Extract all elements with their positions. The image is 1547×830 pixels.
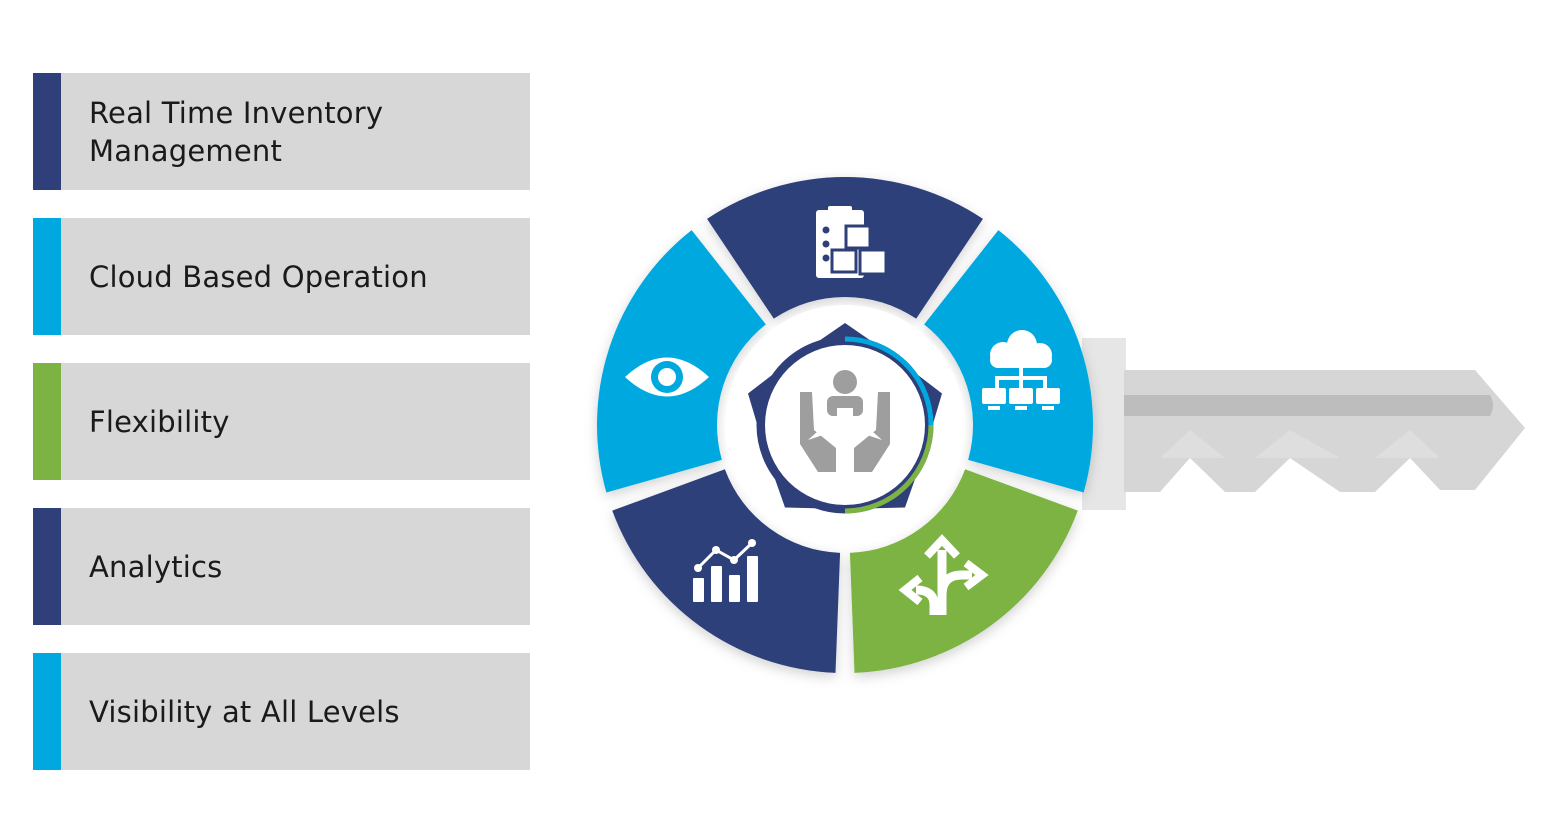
feature-label: Flexibility (89, 404, 230, 439)
key-bevel (1124, 430, 1440, 458)
feature-label: Cloud Based Operation (89, 259, 428, 294)
key-blade (1124, 370, 1525, 492)
feature-accent-bar (33, 218, 61, 335)
hands-holding-person-icon (800, 370, 890, 472)
feature-accent-bar (33, 73, 61, 190)
analytics-chart-icon (693, 539, 758, 602)
wheel-segment-analytics-chart (612, 469, 841, 673)
feature-card-inventory: Real Time Inventory Management (33, 73, 530, 190)
center-disc (765, 345, 925, 505)
feature-card-flexibility: Flexibility (33, 363, 530, 480)
feature-accent-bar (33, 653, 61, 770)
center-ring-accent (844, 336, 934, 426)
feature-card-analytics: Analytics (33, 508, 530, 625)
feature-label: Visibility at All Levels (89, 694, 400, 729)
branching-arrows-icon (898, 534, 989, 615)
feature-label: Analytics (89, 549, 223, 584)
feature-accent-bar (33, 363, 61, 480)
feature-label: Real Time Inventory Management (89, 95, 384, 168)
key-shape (1082, 338, 1525, 510)
cloud-network-icon (982, 330, 1060, 410)
feature-card-cloud: Cloud Based Operation (33, 218, 530, 335)
feature-list: Real Time Inventory Management Cloud Bas… (33, 73, 530, 770)
eye-icon (625, 357, 709, 397)
feature-card-visibility: Visibility at All Levels (33, 653, 530, 770)
key-groove (1124, 395, 1493, 416)
inventory-boxes-icon (816, 206, 888, 278)
feature-accent-bar (33, 508, 61, 625)
center-ring-accent-green (844, 424, 934, 514)
